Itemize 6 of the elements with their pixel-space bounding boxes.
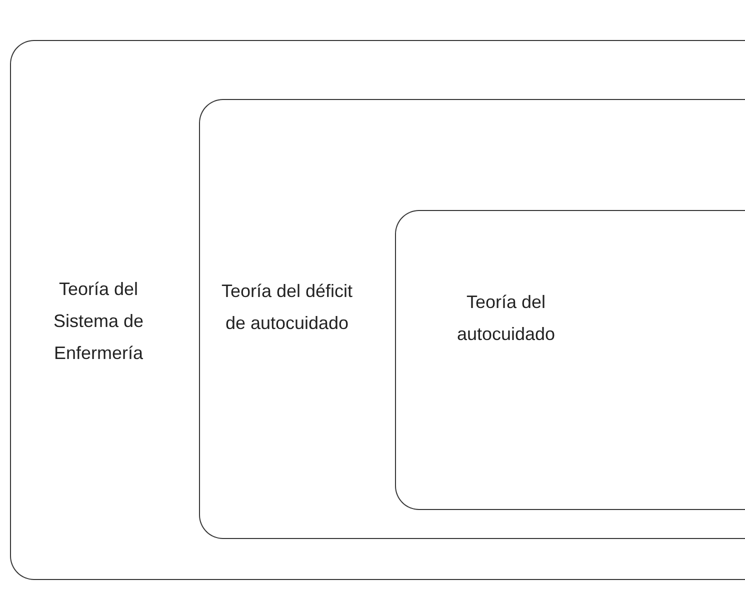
region-label: Teoría del Sistema de Enfermería: [52, 278, 145, 365]
region-label: Teoría del déficit de autocuidado: [220, 280, 354, 335]
nested-region: [395, 210, 745, 510]
nested-region: [10, 40, 745, 580]
nested-region: [199, 99, 745, 539]
region-label: Teoría del autocuidado: [456, 291, 556, 346]
